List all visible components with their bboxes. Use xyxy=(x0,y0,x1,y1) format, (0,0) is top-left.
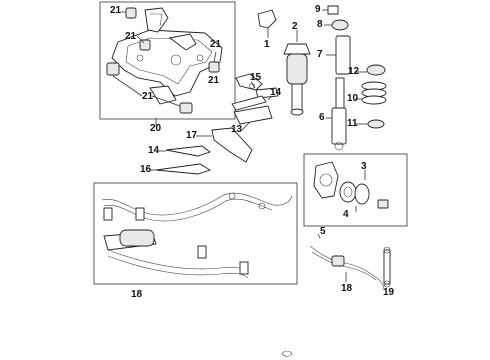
callout-9: 9 xyxy=(315,4,321,15)
callout-8: 8 xyxy=(317,19,323,30)
callout-19: 19 xyxy=(383,287,395,298)
knuckle-group-box xyxy=(303,153,408,227)
callout-21: 21 xyxy=(125,31,137,42)
callout-21: 21 xyxy=(210,39,222,50)
callout-21: 21 xyxy=(142,91,154,102)
callout-10: 10 xyxy=(347,93,359,104)
callout-21: 21 xyxy=(208,75,220,86)
footer-mark xyxy=(281,350,293,357)
callout-16: 16 xyxy=(140,164,152,175)
air-strut xyxy=(283,30,311,116)
bushing-parts xyxy=(106,7,220,114)
callout-17: 17 xyxy=(186,130,198,141)
callout-11: 11 xyxy=(347,118,358,129)
callout-3: 3 xyxy=(361,161,367,172)
callout-12: 12 xyxy=(348,66,360,77)
callout-18: 18 xyxy=(341,283,353,294)
callout-15: 15 xyxy=(250,72,262,83)
callout-20: 20 xyxy=(150,123,162,134)
rear-subframe xyxy=(111,7,223,105)
rear-stabilizer xyxy=(309,233,385,291)
callout-1: 1 xyxy=(264,39,270,50)
callout-4: 4 xyxy=(343,209,349,220)
subframe-group-box xyxy=(99,1,236,120)
control-arms xyxy=(150,73,279,175)
callout-13: 13 xyxy=(231,124,243,135)
callout-14: 14 xyxy=(270,87,282,98)
callout-6: 6 xyxy=(319,112,325,123)
stabilizer-group-box xyxy=(93,182,298,285)
strut-components xyxy=(322,5,387,151)
callout-21: 21 xyxy=(110,5,122,16)
knuckle-hub xyxy=(313,161,389,212)
callout-7: 7 xyxy=(317,49,323,60)
stabilizer-bar xyxy=(101,192,293,279)
callout-2: 2 xyxy=(292,21,298,32)
upper-mount xyxy=(257,9,277,38)
callout-18: 18 xyxy=(131,289,143,300)
callout-14: 14 xyxy=(148,145,160,156)
callout-5: 5 xyxy=(320,226,326,237)
stabilizer-link xyxy=(383,246,391,288)
subframe-leaders xyxy=(112,11,217,126)
